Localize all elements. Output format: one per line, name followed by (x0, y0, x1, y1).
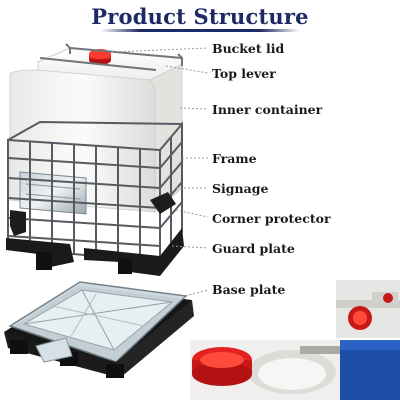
label-corner-protector: Corner protector (212, 211, 331, 226)
label-top-lever: Top lever (212, 66, 276, 81)
label-base-plate: Base plate (212, 282, 286, 297)
label-signage: Signage (212, 181, 269, 196)
valve-cap-photo (336, 280, 400, 338)
leader-lines (111, 47, 209, 301)
blue-panel-photo (340, 340, 400, 400)
title-underline (100, 29, 300, 32)
label-guard-plate: Guard plate (212, 241, 295, 256)
label-bucket-lid: Bucket lid (212, 41, 285, 56)
corner-protector (10, 192, 176, 236)
base-plate-illustration (4, 281, 194, 378)
label-inner-container: Inner container (212, 102, 323, 117)
header: Product Structure (0, 0, 400, 36)
page-title: Product Structure (91, 4, 309, 29)
lid-photo (190, 340, 340, 400)
guard-plate (6, 228, 184, 276)
label-frame: Frame (212, 151, 257, 166)
top-lever (39, 43, 183, 71)
